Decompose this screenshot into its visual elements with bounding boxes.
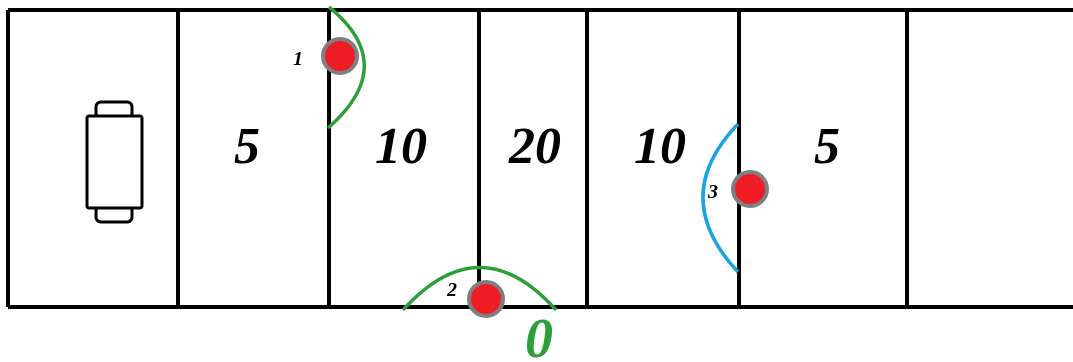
car-top-view-icon bbox=[85, 100, 144, 224]
marker-2-number: 2 bbox=[446, 279, 457, 301]
marker-2-arc bbox=[401, 265, 558, 312]
marker-1-ball[interactable] bbox=[321, 37, 359, 75]
marker-3-number: 3 bbox=[707, 181, 718, 203]
zone-label-4: 20 bbox=[508, 118, 561, 175]
marker-3-ball[interactable] bbox=[731, 170, 769, 208]
marker-1-arc bbox=[326, 5, 366, 130]
marker-1[interactable]: 1 bbox=[293, 5, 366, 130]
marker-1-number: 1 bbox=[293, 48, 303, 70]
marker-2-ball[interactable] bbox=[467, 280, 505, 318]
marker-2[interactable]: 2 bbox=[401, 265, 558, 318]
marker-3-arc bbox=[701, 122, 740, 274]
board-outline bbox=[6, 8, 1073, 309]
marker-3[interactable]: 3 bbox=[701, 122, 769, 274]
zone-label-5: 10 bbox=[634, 118, 686, 175]
zone-label-6: 5 bbox=[814, 118, 840, 175]
zone-label-3: 10 bbox=[375, 118, 427, 175]
outcome-score: 0 bbox=[525, 308, 553, 362]
zone-label-2: 5 bbox=[234, 118, 260, 175]
